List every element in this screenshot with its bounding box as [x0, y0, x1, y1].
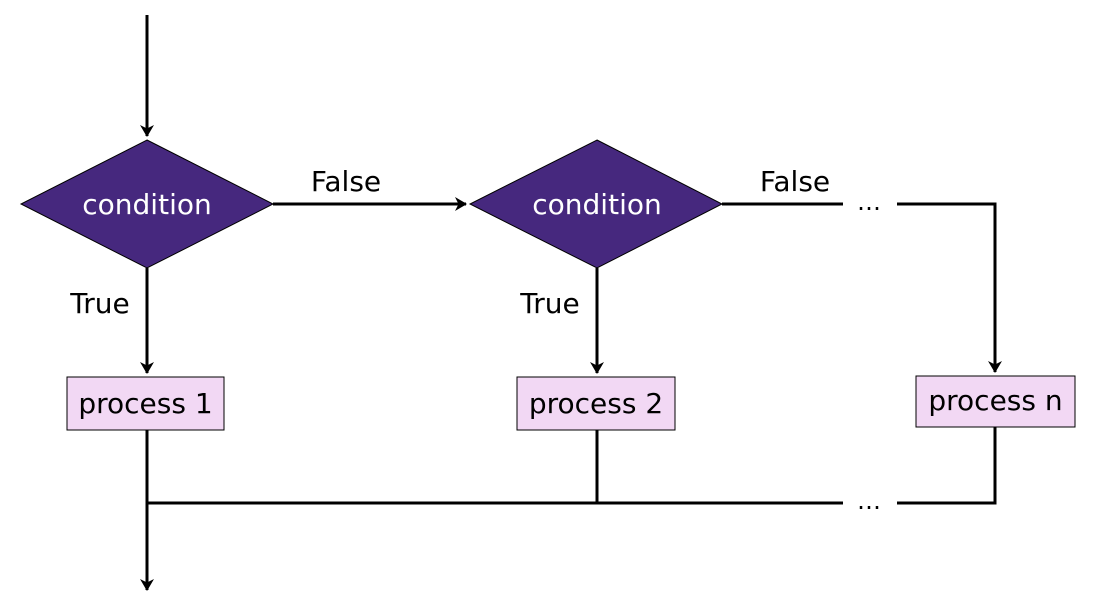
process-node-2: process 2: [516, 376, 676, 431]
process-label-1: process 1: [78, 387, 212, 420]
edge-label-false-2: False: [760, 165, 830, 198]
process-box-n: [915, 375, 1076, 428]
condition-node-1: condition: [19, 139, 275, 269]
process-node-1: process 1: [66, 376, 225, 431]
edge-label-false-1: False: [311, 165, 381, 198]
condition-label-1: condition: [82, 188, 211, 221]
false-arrow-n: [897, 202, 1002, 373]
edge-label-true-2: True: [519, 287, 579, 320]
process-node-n: process n: [915, 375, 1076, 428]
condition-diamond-2: [468, 139, 724, 269]
condition-node-2: condition: [468, 139, 724, 269]
process-label-2: process 2: [529, 387, 663, 420]
process-box-2: [516, 376, 676, 431]
condition-diamond-1: [19, 139, 275, 269]
process-box-1: [66, 376, 225, 431]
process-label-n: process n: [928, 384, 1062, 417]
condition-label-2: condition: [532, 188, 661, 221]
ellipsis-bottom: …: [857, 487, 881, 515]
merge-line-n: [897, 427, 997, 505]
edge-label-true-1: True: [69, 287, 129, 320]
ellipsis-top: …: [857, 188, 881, 216]
